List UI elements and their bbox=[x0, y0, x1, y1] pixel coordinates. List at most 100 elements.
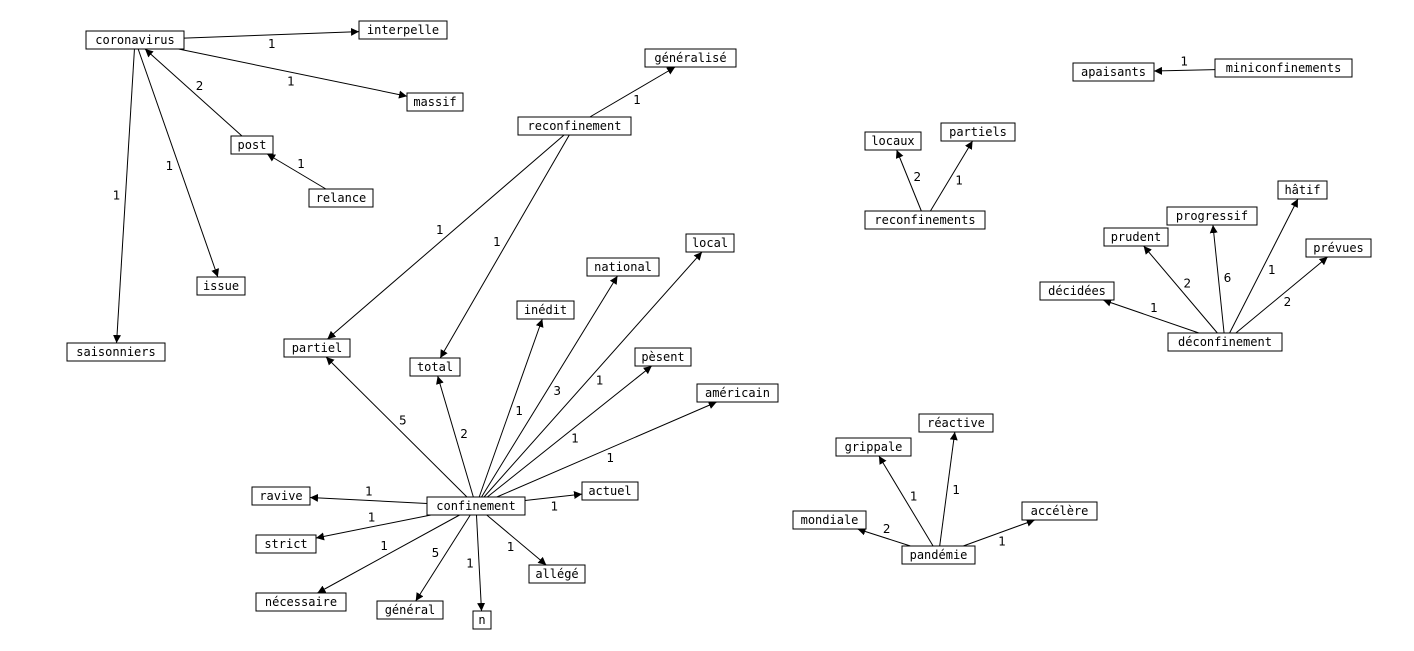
node-label: prudent bbox=[1111, 230, 1162, 244]
edge-confinement-total bbox=[436, 375, 474, 498]
node-prevues: prévues bbox=[1305, 238, 1372, 258]
node-label: n bbox=[478, 613, 485, 627]
node-label: massif bbox=[413, 95, 456, 109]
node-inedit: inédit bbox=[516, 300, 575, 320]
edge-weight-label: 1 bbox=[380, 539, 388, 553]
nodes: coronavirusinterpellemassifpostrelanceis… bbox=[66, 20, 1372, 630]
edge-confinement-n bbox=[475, 514, 486, 612]
node-partiel: partiel bbox=[283, 338, 351, 358]
node-box bbox=[696, 383, 779, 403]
node-box bbox=[528, 564, 586, 584]
edge-deconfinement-hatif bbox=[1229, 198, 1299, 334]
node-box bbox=[1277, 180, 1328, 200]
edge-confinement-general bbox=[415, 514, 471, 602]
edge-weight-label: 1 bbox=[436, 223, 444, 237]
edge-weight-label: 1 bbox=[365, 484, 373, 498]
node-label: prévues bbox=[1313, 241, 1364, 255]
edge-relance-post bbox=[266, 153, 327, 190]
node-allege: allégé bbox=[528, 564, 586, 584]
node-label: général bbox=[385, 603, 436, 617]
node-box bbox=[644, 48, 737, 68]
node-label: pandémie bbox=[910, 548, 968, 562]
node-reactive: réactive bbox=[918, 413, 994, 433]
node-box bbox=[1305, 238, 1372, 258]
node-label: total bbox=[417, 360, 453, 374]
edge-weight-label: 5 bbox=[432, 546, 440, 560]
node-label: post bbox=[238, 138, 267, 152]
edge-weight-label: 1 bbox=[507, 540, 515, 554]
node-pandemie: pandémie bbox=[901, 545, 976, 565]
edge-weight-label: 1 bbox=[466, 556, 474, 570]
edge-weight-label: 1 bbox=[633, 93, 641, 107]
node-box bbox=[581, 481, 639, 501]
edge-weight-label: 5 bbox=[399, 414, 407, 428]
node-general: général bbox=[376, 600, 444, 620]
edge-reconfinement-generalise bbox=[589, 66, 676, 118]
node-miniconfinements: miniconfinements bbox=[1214, 58, 1353, 78]
node-relance: relance bbox=[308, 188, 374, 208]
node-box bbox=[406, 92, 464, 112]
node-americain: américain bbox=[696, 383, 779, 403]
node-post: post bbox=[230, 135, 274, 155]
node-label: déconfinement bbox=[1178, 335, 1272, 349]
edge-reconfinements-locaux bbox=[895, 149, 922, 212]
node-box bbox=[792, 510, 867, 530]
node-box bbox=[864, 210, 986, 230]
node-label: locaux bbox=[871, 134, 914, 148]
node-decidees: décidées bbox=[1039, 281, 1115, 301]
node-box bbox=[940, 122, 1016, 142]
node-label: américain bbox=[705, 386, 770, 400]
edge-weight-label: 6 bbox=[1224, 271, 1232, 285]
node-box bbox=[1214, 58, 1353, 78]
node-label: apaisants bbox=[1081, 65, 1146, 79]
node-massif: massif bbox=[406, 92, 464, 112]
node-box bbox=[376, 600, 444, 620]
node-label: national bbox=[594, 260, 652, 274]
node-reconfinements: reconfinements bbox=[864, 210, 986, 230]
edge-weight-label: 1 bbox=[368, 511, 376, 525]
node-box bbox=[1167, 332, 1283, 352]
node-hatif: hâtif bbox=[1277, 180, 1328, 200]
node-box bbox=[251, 486, 311, 506]
node-label: miniconfinements bbox=[1226, 61, 1342, 75]
node-box bbox=[308, 188, 374, 208]
node-box bbox=[283, 338, 351, 358]
node-box bbox=[426, 496, 526, 516]
edge-deconfinement-progressif bbox=[1209, 224, 1225, 334]
edge-miniconfinements-apaisants bbox=[1153, 66, 1216, 75]
edge-confinement-actuel bbox=[524, 491, 583, 502]
node-box bbox=[409, 357, 461, 377]
node-label: issue bbox=[203, 279, 239, 293]
node-box bbox=[66, 342, 166, 362]
node-box bbox=[85, 30, 185, 50]
edge-weight-label: 1 bbox=[1268, 263, 1276, 277]
node-partiels: partiels bbox=[940, 122, 1016, 142]
node-box bbox=[516, 300, 575, 320]
edge-weight-label: 1 bbox=[1150, 301, 1158, 315]
edge-weight-label: 1 bbox=[606, 451, 614, 465]
node-label: accélère bbox=[1031, 504, 1089, 518]
node-box bbox=[835, 437, 912, 457]
node-label: inédit bbox=[524, 303, 567, 317]
edge-weight-label: 2 bbox=[883, 522, 891, 536]
edge-weight-label: 2 bbox=[1284, 295, 1292, 309]
edge-reconfinements-partiels bbox=[929, 140, 974, 212]
edge-confinement-americain bbox=[496, 401, 717, 498]
node-actuel: actuel bbox=[581, 481, 639, 501]
edge-pandemie-mondiale bbox=[857, 527, 911, 547]
edge-weight-label: 1 bbox=[287, 74, 295, 88]
node-label: décidées bbox=[1048, 284, 1106, 298]
edge-weight-label: 2 bbox=[460, 427, 468, 441]
edge-pandemie-accelere bbox=[963, 518, 1035, 547]
edge-weight-label: 1 bbox=[952, 483, 960, 497]
node-box bbox=[918, 413, 994, 433]
node-label: partiel bbox=[292, 341, 343, 355]
node-box bbox=[901, 545, 976, 565]
node-ravive: ravive bbox=[251, 486, 311, 506]
edge-confinement-partiel bbox=[325, 356, 468, 498]
node-necessaire: nécessaire bbox=[255, 592, 347, 612]
node-mondiale: mondiale bbox=[792, 510, 867, 530]
node-label: ravive bbox=[259, 489, 302, 503]
node-label: allégé bbox=[535, 567, 578, 581]
edge-post-coronavirus bbox=[144, 48, 243, 137]
